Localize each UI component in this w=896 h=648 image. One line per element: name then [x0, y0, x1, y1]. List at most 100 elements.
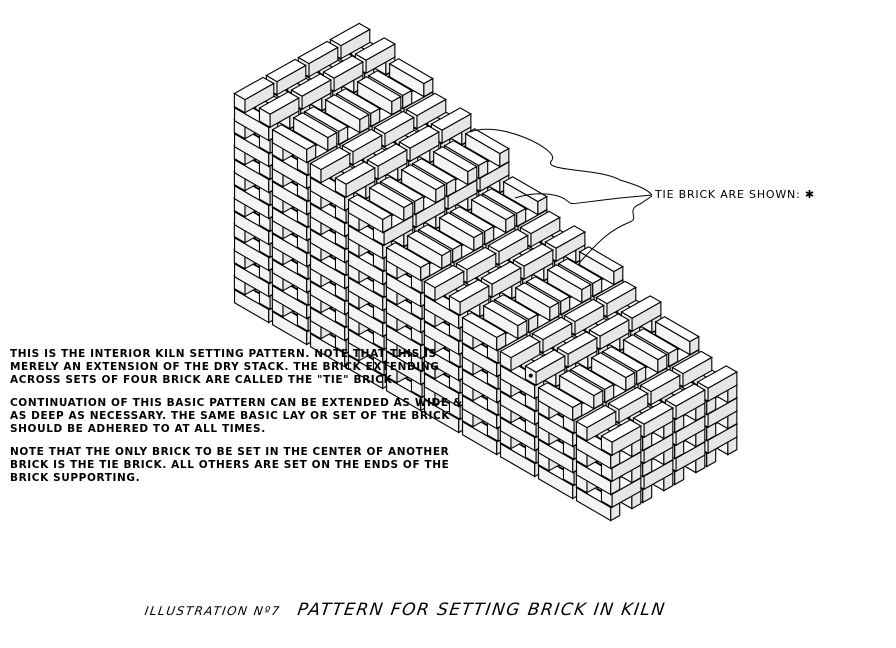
note-paragraph: This Is The Interior Kiln Setting Patter… — [10, 348, 440, 386]
brick-face — [359, 113, 370, 134]
brick-face — [473, 231, 484, 252]
brick — [464, 128, 510, 168]
brick-face — [650, 374, 681, 406]
note-paragraph: Note That The Only Brick To Be Set In Th… — [10, 446, 450, 484]
brick-face — [537, 195, 548, 216]
brick — [502, 176, 548, 216]
brick-face — [403, 201, 414, 222]
brick-face — [384, 116, 415, 148]
brick-face — [435, 183, 446, 204]
brick — [600, 419, 642, 457]
brick-face — [581, 283, 592, 304]
brick-face — [528, 313, 539, 334]
brick — [575, 482, 621, 522]
brick-face — [244, 82, 275, 114]
tie-marker-icon — [528, 373, 533, 378]
brick-face — [516, 207, 527, 228]
brick-face — [409, 131, 440, 163]
brick-face — [505, 213, 516, 234]
brick-face — [586, 410, 617, 442]
brick-face — [606, 286, 637, 318]
brick-face — [365, 43, 396, 75]
brick-face — [625, 371, 636, 392]
tie-brick — [524, 349, 566, 387]
brick-face — [657, 353, 668, 374]
illustration-title: Pattern for Setting Brick in Kiln — [296, 600, 668, 620]
brick-face — [276, 64, 307, 96]
brick-face — [675, 389, 706, 421]
brick-face — [572, 401, 583, 422]
leader-line — [469, 128, 653, 196]
brick-face — [352, 134, 383, 166]
brick — [334, 161, 376, 199]
brick — [324, 94, 370, 134]
brick-face — [333, 61, 364, 93]
leader-line — [514, 193, 653, 204]
brick-face — [340, 28, 371, 60]
brick-face — [611, 425, 642, 457]
brick — [514, 282, 560, 322]
brick-face — [327, 131, 338, 152]
brick-face — [402, 89, 413, 110]
brick-face — [306, 143, 317, 164]
brick-face — [682, 356, 713, 388]
brick — [347, 194, 393, 234]
brick-face — [269, 97, 300, 129]
brick — [368, 182, 414, 222]
brick-face — [567, 337, 598, 369]
brick-face — [555, 231, 586, 263]
brick-face — [446, 177, 457, 198]
brick-face — [636, 365, 647, 386]
brick — [423, 264, 465, 302]
brick — [438, 212, 484, 252]
brick — [590, 352, 636, 392]
tie-brick — [290, 73, 332, 111]
brick-stack — [233, 22, 738, 522]
note-paragraph: Continuation of This Basic Pattern Can B… — [10, 397, 463, 435]
brick — [558, 370, 604, 410]
brick — [470, 194, 516, 234]
brick — [406, 230, 452, 270]
brick-face — [420, 261, 431, 282]
brick-face — [592, 277, 603, 298]
brick — [537, 382, 583, 422]
brick-face — [423, 77, 434, 98]
brick-face — [530, 216, 561, 248]
brick-face — [510, 340, 541, 372]
brick-face — [452, 243, 463, 264]
brick-face — [631, 301, 662, 333]
tie-brick-label: Tie Brick Are Shown: ✱ — [655, 188, 815, 201]
brick-face — [391, 95, 402, 116]
brick-face — [484, 225, 495, 246]
brick — [546, 264, 592, 304]
brick-face — [491, 267, 522, 299]
brick-face — [301, 79, 332, 111]
brick-face — [496, 331, 507, 352]
pattern-notes: This Is The Interior Kiln Setting Patter… — [10, 348, 480, 495]
brick — [309, 146, 351, 184]
brick-face — [574, 304, 605, 336]
brick-face — [416, 98, 447, 130]
brick-face — [441, 249, 452, 270]
brick — [499, 334, 541, 372]
brick-face — [604, 383, 615, 404]
brick — [356, 76, 402, 116]
brick — [385, 242, 431, 282]
brick — [578, 246, 624, 286]
brick-face — [414, 195, 425, 216]
brick-face — [345, 167, 376, 199]
brick-face — [499, 147, 510, 168]
brick-face — [517, 319, 528, 340]
brick-face — [668, 347, 679, 368]
brick — [575, 404, 617, 442]
illustration-number: Illustration Nº7 — [143, 604, 282, 618]
brick — [292, 112, 338, 152]
tie-brick-leader-lines — [469, 128, 653, 263]
brick-face — [643, 407, 674, 439]
brick-face — [542, 322, 573, 354]
brick-face — [338, 125, 349, 146]
brick-face — [549, 301, 560, 322]
brick-face — [523, 249, 554, 281]
